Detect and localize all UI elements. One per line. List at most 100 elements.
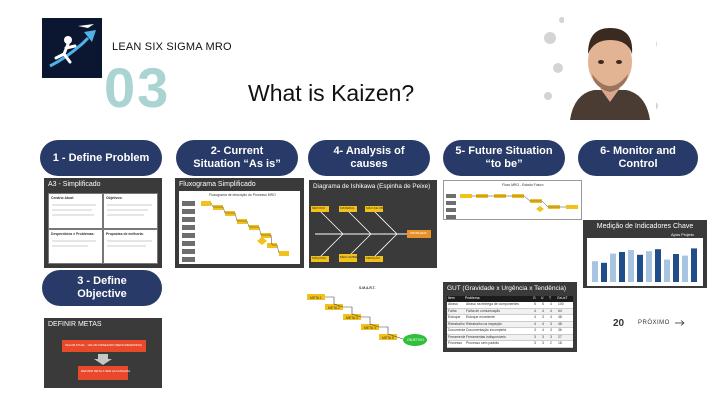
smart-step-label: META 4 [364,326,376,330]
flowchart-thumbnail[interactable]: Fluxograma Simplificado Fluxograma de de… [175,178,304,268]
cause-label: MÁQUINA [312,256,327,260]
step-monitor-control-button[interactable]: 6- Monitor and Control [578,140,698,176]
future-state-title: Fluxo MRO - Estado Futuro [502,183,544,187]
brand-name: LEAN SIX SIGMA MRO [112,41,232,53]
gut-cell: 36 [558,328,562,332]
future-flow-diagram [446,194,578,219]
fishbone-diagram [311,206,431,262]
gut-cell: Processo sem padrão [466,341,499,345]
gut-header-cell: T [549,296,552,300]
gut-cell: 4 [534,315,536,319]
gut-cell: 3 [542,315,544,319]
a3-text-lines [52,204,152,247]
kpi-title: Medição de Indicadores Chave [596,223,694,230]
next-label: PRÓXIMO [638,320,670,326]
gut-cell: 64 [558,308,562,313]
gut-cell: Falha [448,308,457,313]
gut-header-cell: G [533,296,536,300]
a3-sheet: Cenário Atual: Objetivos: Desperdícios e… [48,193,158,264]
page-title: What is Kaizen? [248,80,415,106]
smart-goals-thumbnail[interactable]: S.M.A.R.T. META 1 META 2 META 3 META 4 M… [305,284,435,354]
step-label: 4- Analysis of causes [333,145,405,170]
page-number: 20 [613,318,625,329]
cause-label: MEDIÇÃO [366,256,381,260]
step-analysis-causes-button[interactable]: 4- Analysis of causes [308,140,430,176]
logo [42,18,102,78]
kpi-bar [619,252,625,282]
gut-cell: Documentação [448,328,465,332]
gut-cell: 4 [550,315,552,319]
effect-label: PROBLEMA [410,231,427,235]
gut-header-cell: GxUxT [557,296,568,300]
kpi-subtitle: Após Projeto [671,232,694,237]
define-goals-title: DEFINIR METAS [48,321,102,328]
gut-cell: 48 [558,315,562,319]
gut-cell: Ferramentas indisponíveis [466,334,506,339]
gut-cell: Estoque excedente [466,315,496,319]
kpi-chart-thumbnail[interactable]: Medição de Indicadores Chave Após Projet… [583,220,707,288]
step-label: 3 - Define Objective [77,275,127,300]
goal-box-text: VALOR ATUAL - VALOR DESEJADO (BENCHMARKI… [65,343,142,347]
a3-cell-label: Objetivos: [106,196,123,200]
a3-cell-label: Desperdícios e Problemas: [51,232,95,236]
gut-cell: Documentação incompleta [466,328,507,332]
gut-matrix-thumbnail[interactable]: GUT (Gravidade x Urgência x Tendência) I… [443,282,577,352]
presenter-photo [564,16,656,120]
gut-cell: Retrabalho na inspeção [466,321,502,326]
kpi-bar [673,254,679,282]
step-future-situation-button[interactable]: 5- Future Situation “to be” [443,140,565,176]
gut-cell: 4 [550,302,552,306]
step-label: 2- Current Situation “As is” [193,145,281,170]
section-number: 03 [104,56,171,119]
kpi-bar [592,261,598,282]
gut-cell: Retrabalho [448,321,465,326]
kpi-bar [655,249,661,282]
gut-cell: 4 [542,321,544,326]
smart-step-label: META 2 [328,306,340,310]
gut-cell: 4 [550,308,552,313]
gut-cell: 48 [558,321,562,326]
kpi-bar [691,248,697,282]
kpi-bar [682,255,688,282]
smart-end-label: OBJETIVO [407,338,424,342]
gut-cell: 3 [534,334,536,339]
gut-cell: 5 [542,302,544,306]
gut-row: FerramentasFerramentas indisponíveis3332… [447,334,573,341]
gut-cell: 4 [534,321,536,326]
cause-label: MÃO DE OBRA [366,206,388,210]
gut-header-cell: Item [448,296,455,300]
define-goals-thumbnail[interactable]: DEFINIR METAS VALOR ATUAL - VALOR DESEJA… [44,318,162,388]
flowchart-title: Fluxograma Simplificado [179,181,256,188]
step-label: 1 - Define Problem [52,151,150,164]
step-define-objective-button[interactable]: 3 - Define Objective [42,270,162,306]
gut-cell: 3 [542,341,544,345]
smart-step-label: META 5 [382,336,394,340]
gut-cell: Falha de comunicação [466,308,501,313]
step-current-situation-button[interactable]: 2- Current Situation “As is” [176,140,298,176]
gut-header-cell: U [541,296,544,300]
cause-label: MATERIAL [340,206,355,210]
a3-thumbnail[interactable]: A3 - Simplificado Cenário Atual: Objetiv… [44,178,162,268]
gut-cell: 3 [534,328,536,332]
gut-title: GUT (Gravidade x Urgência x Tendência) [447,285,566,292]
gut-header-row: Item Problema G U T GxUxT [447,296,573,302]
kpi-bar [637,254,643,282]
flowchart-subtitle: Fluxograma de descrição do Processo MRO [209,193,276,197]
ishikawa-thumbnail[interactable]: Diagrama de Ishikawa (Espinha de Peixe) … [309,180,437,268]
future-state-thumbnail[interactable]: Fluxo MRO - Estado Futuro [443,180,582,220]
cause-label: MEIO AMBIENTE [340,255,364,259]
down-arrow-icon [94,354,112,365]
step-label: 6- Monitor and Control [600,145,676,170]
gut-cell: 3 [550,334,552,339]
next-button[interactable]: PRÓXIMO [638,320,685,326]
step-define-problem-button[interactable]: 1 - Define Problem [40,140,162,176]
gut-cell: 4 [542,328,544,332]
kpi-bar [601,262,607,282]
flowchart-diagram [182,201,289,262]
a3-title: A3 - Simplificado [48,181,101,188]
